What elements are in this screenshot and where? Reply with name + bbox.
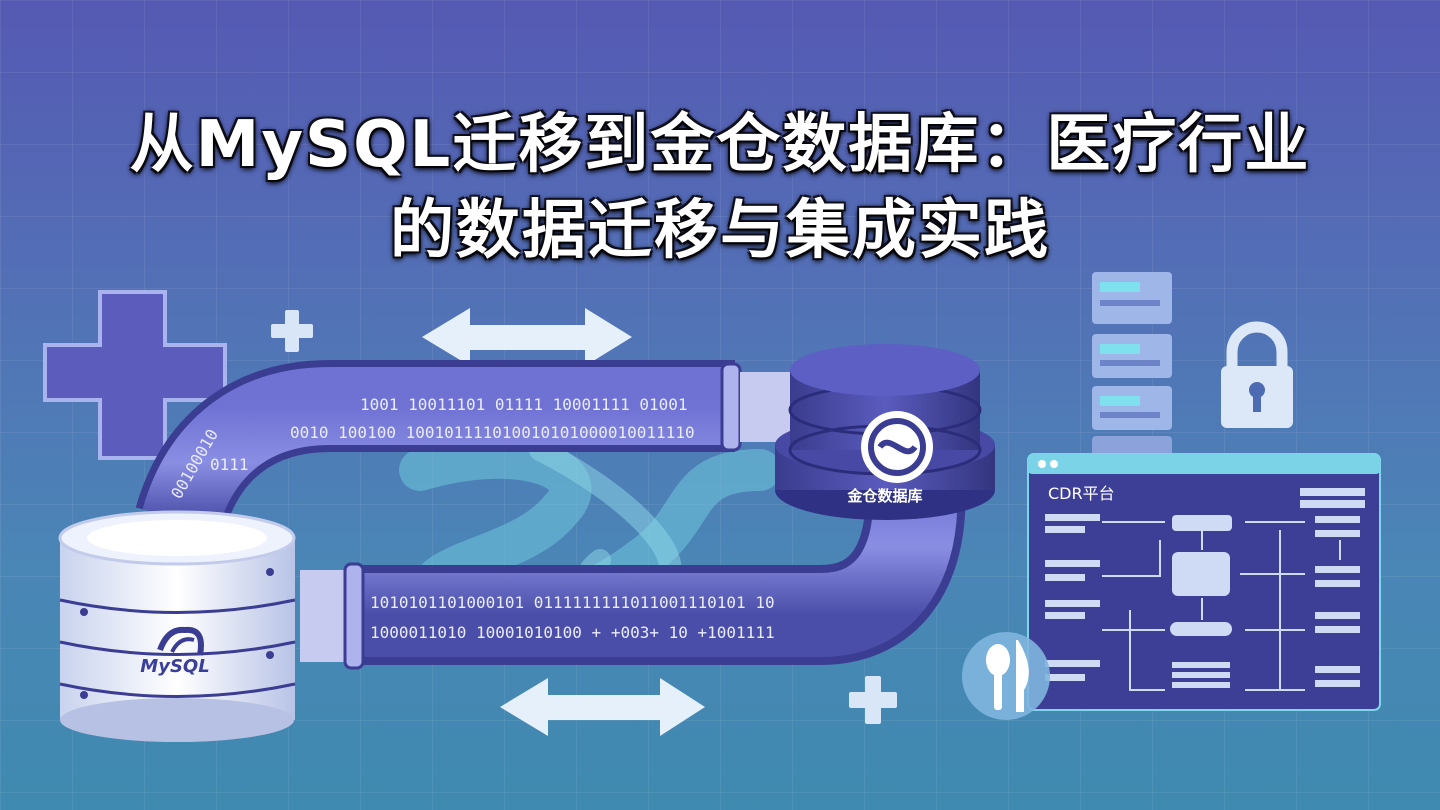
cdr-window-title: CDR平台 xyxy=(1048,484,1115,503)
pipe-binary-text: 1010101101000101 0111111111011001110101 … xyxy=(370,593,775,612)
mysql-label: MySQL xyxy=(140,656,210,677)
kingbase-logo-icon xyxy=(861,411,933,483)
double-arrow-icon xyxy=(422,308,632,366)
pipe-binary-text: 0111 xyxy=(210,455,249,474)
title-line-2: 的数据迁移与集成实践 xyxy=(390,194,1050,268)
pipe-binary-text: 1000011010 10001010100 + +003+ 10 +10011… xyxy=(370,623,775,642)
plus-icon xyxy=(271,310,313,352)
plus-icon xyxy=(849,676,897,724)
page-title: 从MySQL迁移到金仓数据库：医疗行业 的数据迁移与集成实践 xyxy=(0,102,1440,274)
mysql-database xyxy=(58,510,296,742)
mysql-dolphin-icon xyxy=(157,626,204,656)
double-arrow-icon xyxy=(500,678,705,736)
spoon-knife-icon xyxy=(962,632,1050,720)
server-rack-icon xyxy=(1092,272,1172,456)
kingbase-label: 金仓数据库 xyxy=(847,487,923,505)
kingbase-database xyxy=(775,344,995,520)
pipe-binary-text: 0010 100100 1001011110100101010000100111… xyxy=(290,423,695,442)
lock-icon xyxy=(1221,321,1293,428)
cdr-platform-window xyxy=(1027,453,1381,711)
title-line-1: 从MySQL迁移到金仓数据库：医疗行业 xyxy=(129,108,1311,182)
pipe-binary-text: 1001 10011101 01111 10001111 01001 xyxy=(360,395,688,414)
